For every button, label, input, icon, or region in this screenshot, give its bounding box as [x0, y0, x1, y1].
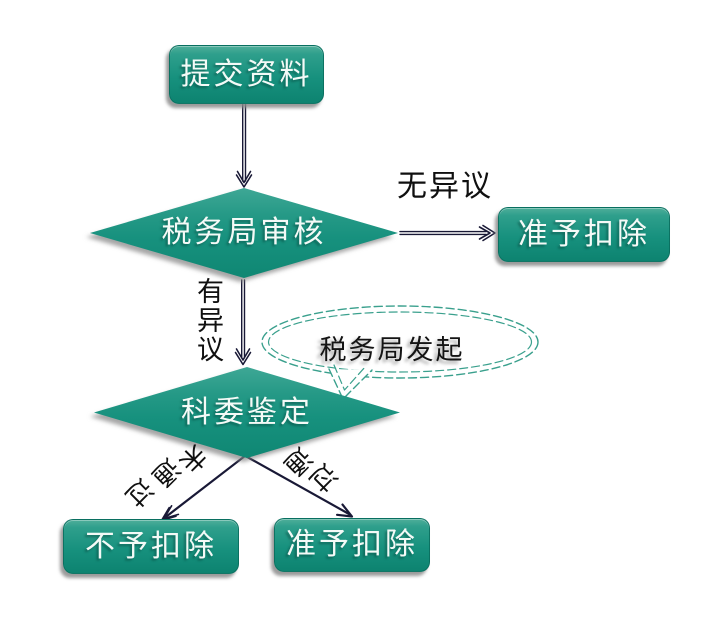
node-approve-deduction-right: 准予扣除 [498, 207, 670, 262]
arrow-review-to-appraise [234, 279, 252, 366]
node-tax-bureau-review-shape: 税务局审核 [90, 188, 398, 278]
edge-label-no-objection: 无异议 [397, 170, 493, 203]
edge-label-pass: 通过 [278, 441, 343, 497]
callout-bubble [261, 305, 539, 400]
node-science-committee-appraisal: 科委鉴定 [94, 367, 400, 458]
edge-label-has-objection: 有异议 [197, 277, 224, 365]
node-tax-bureau-review: 税务局审核 [90, 188, 398, 278]
arrow-appraise-to-approve [231, 447, 354, 518]
callout-tax-bureau-initiates: 税务局发起 [319, 335, 465, 365]
edge-label-fail: 未通过 [119, 438, 213, 512]
node-submit-materials: 提交资料 [169, 45, 324, 104]
arrow-submit-to-review [235, 102, 253, 188]
arrow-review-to-approve [399, 224, 496, 242]
node-approve-deduction-bottom: 准予扣除 [274, 518, 430, 572]
node-deny-deduction: 不予扣除 [63, 519, 239, 574]
